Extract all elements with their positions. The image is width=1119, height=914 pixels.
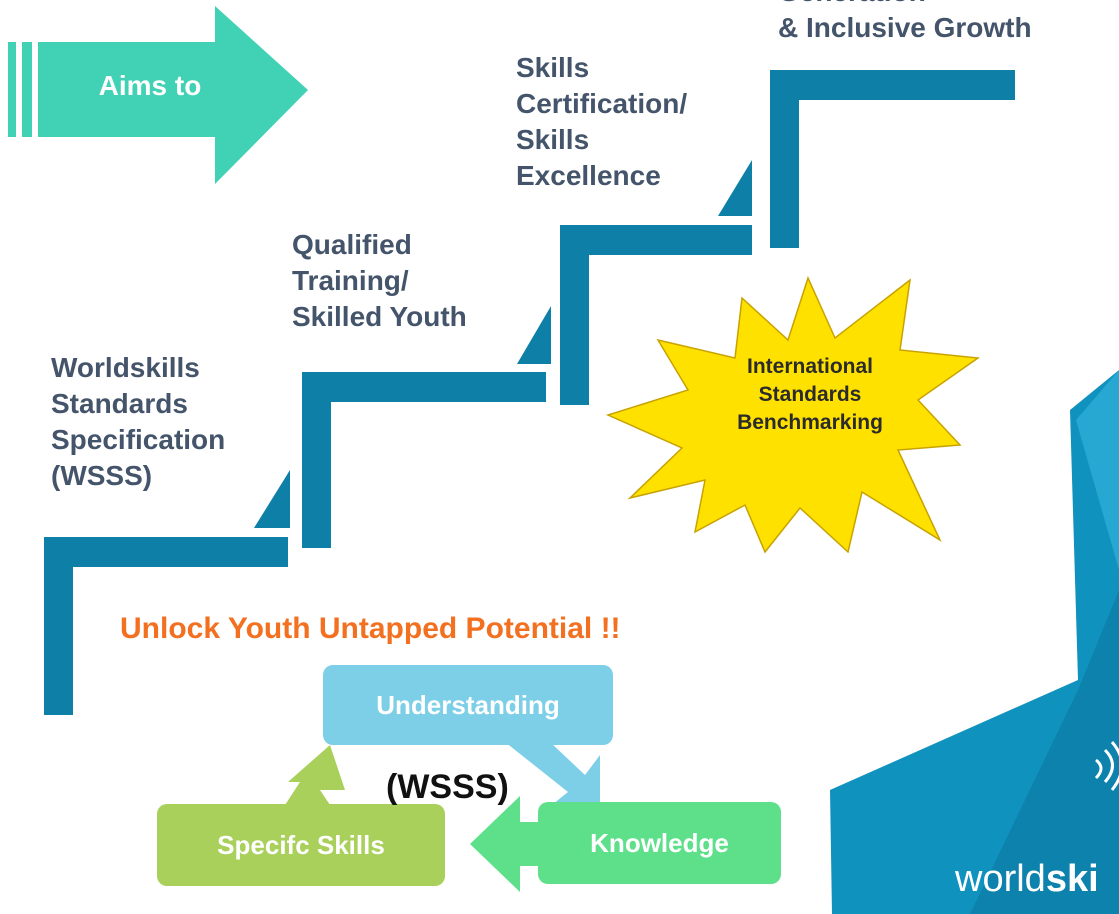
aims-arrow-label: Aims to [98, 70, 202, 101]
starburst-shape [605, 275, 980, 554]
stair-tread-4 [770, 70, 1015, 100]
stair-wedge-1 [254, 470, 290, 528]
step-label-skills-certification: Skills Certification/ Skills Excellence [516, 52, 688, 191]
cycle-specific-skills: Specifc Skills [157, 804, 445, 886]
stair-tread-3 [560, 225, 752, 255]
arrow-understanding-to-knowledge [505, 742, 600, 808]
logo-panel [830, 370, 1119, 914]
cycle-center-label: (WSSS) [386, 768, 509, 806]
aims-arrow [8, 6, 308, 184]
arrow-knowledge-to-skills [470, 796, 540, 892]
cycle-understanding: Understanding [323, 665, 613, 745]
stair-tread-1 [44, 537, 288, 567]
stair-tread-2 [302, 372, 546, 402]
step-label-wsss: Worldskills Standards Specification (WSS… [51, 352, 226, 491]
stair-wedge-2 [517, 306, 551, 364]
arrow-skills-to-understanding [285, 745, 345, 805]
tagline: Unlock Youth Untapped Potential !! [120, 612, 621, 645]
worldskills-logo-text: worldski [955, 858, 1099, 900]
stair-wedge-3 [718, 160, 752, 216]
worldskills-emblem-icon [1094, 741, 1119, 791]
starburst-label: International Standards Benchmarking [737, 355, 883, 434]
stair-riser-3 [560, 225, 589, 405]
step-label-generation-growth: Generation & Inclusive Growth [778, 0, 1032, 43]
cycle-knowledge: Knowledge [538, 802, 781, 884]
step-label-qualified-training: Qualified Training/ Skilled Youth [292, 229, 467, 332]
